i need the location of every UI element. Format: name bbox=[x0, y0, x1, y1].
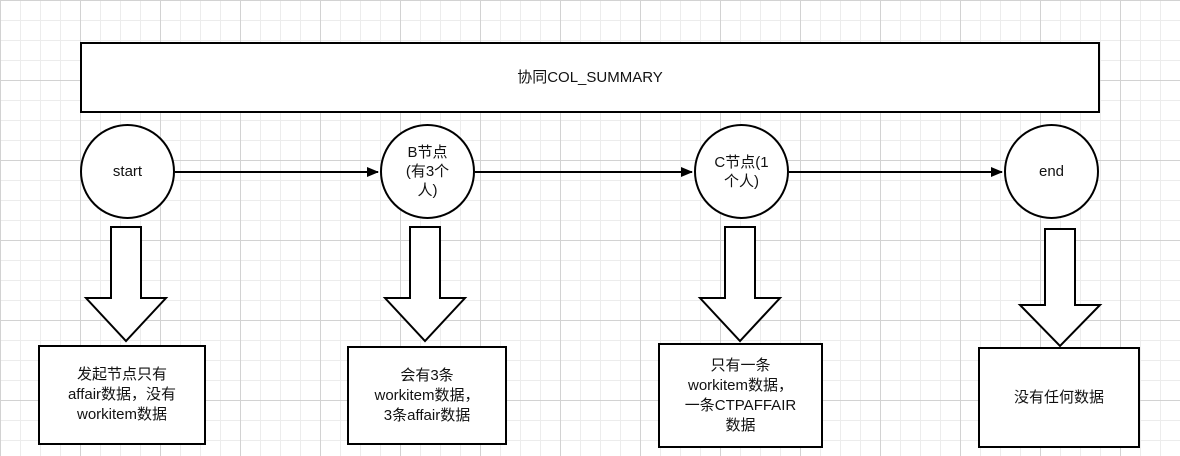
node-c: C节点(1 个人) bbox=[694, 124, 789, 219]
desc-end-text: 没有任何数据 bbox=[1013, 388, 1104, 406]
down-arrow-b bbox=[382, 226, 468, 343]
down-arrow-start bbox=[83, 226, 169, 343]
node-b-label: B节点 (有3个 人) bbox=[405, 144, 450, 199]
node-c-label: C节点(1 个人) bbox=[714, 153, 769, 190]
node-start: start bbox=[80, 124, 175, 219]
desc-box-end: 没有任何数据 bbox=[978, 347, 1140, 448]
node-b: B节点 (有3个 人) bbox=[380, 124, 475, 219]
desc-start-text: 发起节点只有 affair数据，没有 workitem数据 bbox=[67, 366, 177, 423]
desc-b-text: 会有3条 workitem数据， 3条affair数据 bbox=[374, 366, 480, 424]
down-arrow-end bbox=[1017, 228, 1103, 348]
node-start-label: start bbox=[112, 163, 143, 180]
col-summary-label: 协同COL_SUMMARY bbox=[517, 68, 663, 86]
node-end-label: end bbox=[1038, 163, 1065, 180]
col-summary-box: 协同COL_SUMMARY bbox=[80, 42, 1100, 113]
desc-box-start: 发起节点只有 affair数据，没有 workitem数据 bbox=[38, 345, 206, 445]
node-end: end bbox=[1004, 124, 1099, 219]
desc-c-text: 只有一条 workitem数据， 一条CTPAFFAIR 数据 bbox=[684, 356, 797, 434]
desc-box-b: 会有3条 workitem数据， 3条affair数据 bbox=[347, 346, 507, 445]
desc-box-c: 只有一条 workitem数据， 一条CTPAFFAIR 数据 bbox=[658, 343, 823, 448]
down-arrow-c bbox=[697, 226, 783, 343]
